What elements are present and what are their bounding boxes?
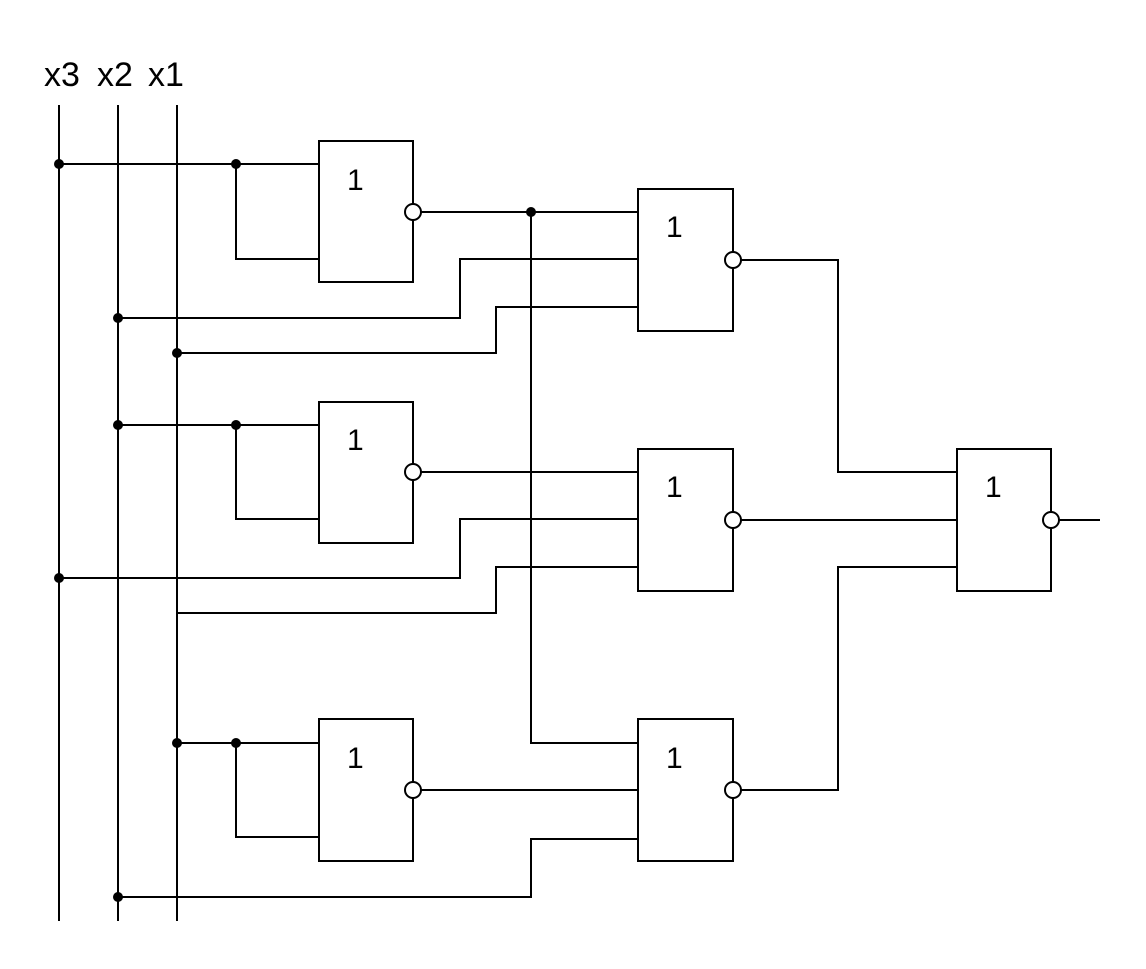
gate-3-box (318, 718, 414, 862)
junction-dot (113, 892, 123, 902)
input-label-x2: x2 (97, 56, 133, 94)
gate-5-label: 1 (666, 471, 683, 504)
wire-gate-3-tie (235, 742, 320, 838)
gate-3-bubble (404, 781, 422, 799)
input-label-x3: x3 (44, 56, 80, 94)
gate-4: 1 (117, 188, 742, 354)
junction-dot (172, 738, 182, 748)
gate-5: 1 (58, 448, 742, 614)
wire-gate-6-out-to-gate-7 (740, 566, 958, 791)
wire-gate-4-out-to-gate-7 (740, 259, 958, 473)
junction-dot (54, 573, 64, 583)
junction-dot (54, 159, 64, 169)
gate-3-label: 1 (347, 742, 364, 775)
gate-3: 1 (176, 718, 422, 862)
junction-dot (113, 313, 123, 323)
wire-gate-1-out-to-gate-6 (530, 211, 639, 744)
gate-7-bubble (1042, 511, 1060, 529)
gate-6: 1 (117, 718, 742, 898)
gate-5-bubble (724, 511, 742, 529)
gate-2: 1 (117, 401, 422, 544)
gate-1-box (318, 140, 414, 283)
gate-2-label: 1 (347, 424, 364, 457)
wire-x2-to-gate-4 (117, 258, 639, 319)
gate-2-box (318, 401, 414, 544)
wire-x1-to-gate-5 (176, 566, 639, 614)
gate-5-box (637, 448, 734, 592)
junction-dot (113, 420, 123, 430)
wire-gate-1-tie (235, 163, 320, 260)
gate-6-box (637, 718, 734, 862)
gate-7: 1 (740, 259, 1100, 791)
gate-1: 1 (58, 140, 422, 283)
gate-2-bubble (404, 463, 422, 481)
gate-7-label: 1 (985, 471, 1002, 504)
gate-1-label: 1 (347, 164, 364, 197)
junction-dot (231, 738, 241, 748)
gate-6-label: 1 (666, 742, 683, 775)
junction-dot (231, 159, 241, 169)
wire-x3-to-gate-5 (58, 518, 639, 579)
junction-dots (54, 159, 536, 902)
wire-x1-to-gate-4 (176, 306, 639, 354)
wire-gate-2-tie (235, 424, 320, 520)
gate-4-label: 1 (666, 211, 683, 244)
gate-4-bubble (724, 251, 742, 269)
gate-7-box (956, 448, 1052, 592)
gate-1-bubble (404, 203, 422, 221)
input-label-x1: x1 (148, 56, 184, 94)
junction-dot (231, 420, 241, 430)
gate-4-box (637, 188, 734, 332)
wire-x2-to-gate-6 (117, 838, 639, 898)
junction-dot (172, 348, 182, 358)
gate-6-bubble (724, 781, 742, 799)
junction-dot (526, 207, 536, 217)
